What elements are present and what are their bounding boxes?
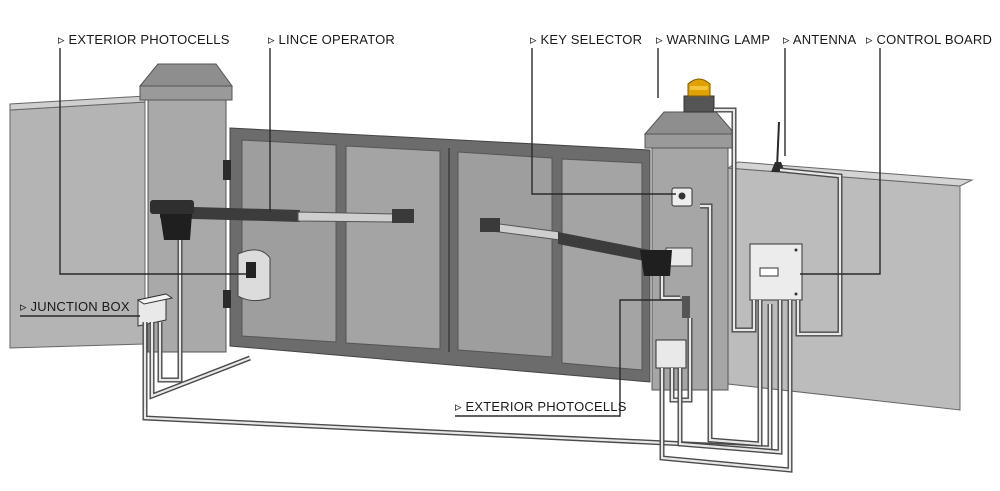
label-antenna: ▹ ANTENNA xyxy=(783,32,856,47)
lince-operator-left xyxy=(150,200,414,240)
label-lince-operator: ▹ LINCE OPERATOR xyxy=(268,32,395,47)
junction-box xyxy=(136,293,174,327)
gate xyxy=(229,127,651,383)
lince-operator-right xyxy=(480,218,693,276)
label-junction-box: ▹ JUNCTION BOX xyxy=(20,299,130,314)
hinge-icon xyxy=(223,160,231,180)
label-control-board: ▹ CONTROL BOARD xyxy=(866,32,992,47)
label-exterior-photocells-bottom: ▹ EXTERIOR PHOTOCELLS xyxy=(455,399,627,414)
label-exterior-photocells-top: ▹ EXTERIOR PHOTOCELLS xyxy=(58,32,230,47)
exterior-photocell-left xyxy=(237,249,271,302)
label-key-selector: ▹ KEY SELECTOR xyxy=(530,32,642,47)
labels: ▹ EXTERIOR PHOTOCELLS ▹ LINCE OPERATOR ▹… xyxy=(20,32,992,414)
junction-box-right xyxy=(655,339,687,369)
wiring xyxy=(142,107,843,473)
label-warning-lamp: ▹ WARNING LAMP xyxy=(656,32,770,47)
control-board xyxy=(749,243,803,301)
right-wall xyxy=(726,161,974,411)
key-selector xyxy=(671,187,693,207)
leader-lines xyxy=(20,48,881,417)
warning-lamp xyxy=(683,78,715,113)
exterior-photocell-right xyxy=(682,296,690,318)
hinge-icon xyxy=(223,290,231,308)
